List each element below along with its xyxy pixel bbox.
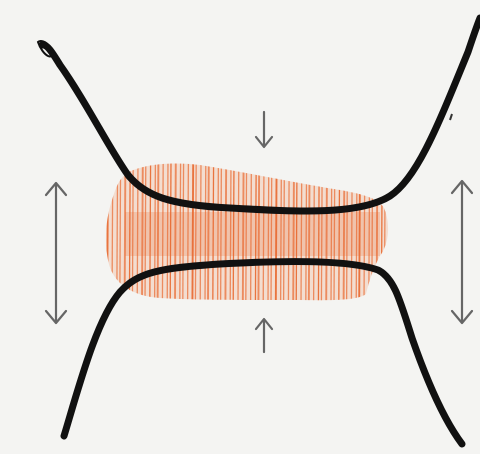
- ink-mark: [450, 114, 452, 120]
- hatch-line: [381, 160, 382, 304]
- hatch-line: [107, 160, 108, 304]
- hatch-line: [117, 160, 118, 304]
- arrow-down-icon: [256, 112, 272, 147]
- hatch-line: [112, 160, 113, 304]
- hatch-line: [384, 160, 385, 304]
- double-arrow-left-icon: [46, 183, 66, 323]
- hatched-band: [106, 160, 388, 304]
- arrow-up-icon: [256, 319, 272, 352]
- double-arrow-right-icon: [452, 181, 472, 323]
- hatch-line: [120, 160, 121, 304]
